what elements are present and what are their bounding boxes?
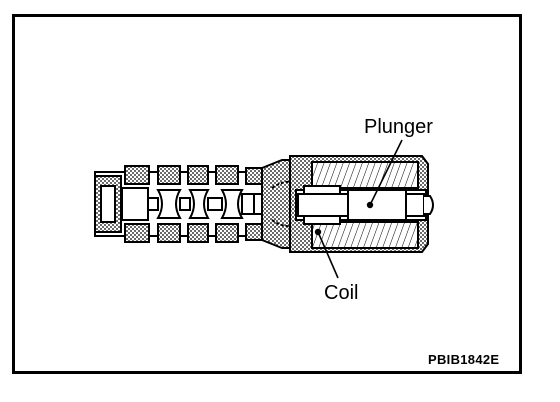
coil-top — [311, 161, 419, 189]
plunger-label: Plunger — [364, 116, 433, 138]
coil-label: Coil — [324, 282, 359, 304]
plunger-leader — [370, 139, 403, 204]
coil-leader — [317, 231, 339, 279]
plunger — [297, 185, 434, 236]
spool — [121, 187, 273, 221]
coil-bottom — [311, 221, 419, 249]
valve-body — [94, 165, 291, 243]
figure-code: PBIB1842E — [428, 352, 500, 367]
leader-lines — [317, 139, 403, 279]
